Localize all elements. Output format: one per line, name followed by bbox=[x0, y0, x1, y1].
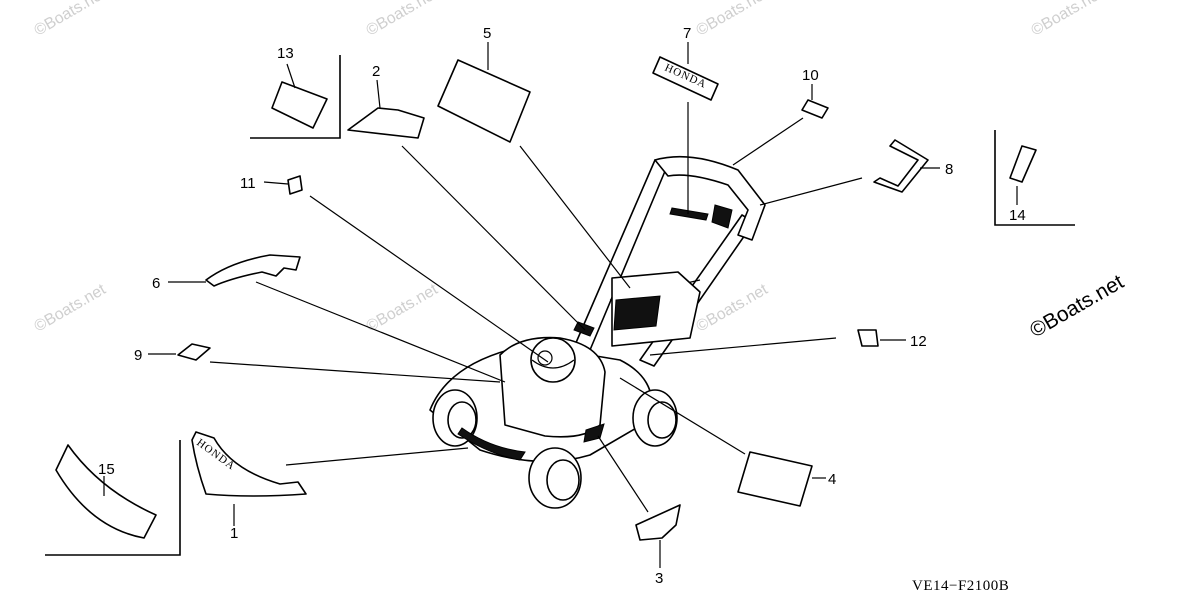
callout-15: 15 bbox=[98, 461, 115, 478]
watermark: ©Boats.net bbox=[1029, 0, 1107, 39]
callout-5: 5 bbox=[483, 25, 491, 42]
part-10-decal[interactable] bbox=[801, 99, 829, 119]
part-3-decal[interactable] bbox=[635, 504, 681, 541]
drawing-code: VE14−F2100B bbox=[912, 578, 1009, 594]
lawn-mower bbox=[429, 155, 766, 509]
part-4-decal[interactable] bbox=[737, 451, 813, 507]
watermark: ©Boats.net bbox=[364, 281, 442, 336]
callout-9: 9 bbox=[134, 347, 142, 364]
part-9-decal[interactable] bbox=[177, 343, 211, 361]
part-13-decal[interactable] bbox=[250, 55, 341, 139]
part-6-decal[interactable] bbox=[205, 254, 301, 287]
callout-7: 7 bbox=[683, 25, 691, 42]
part-1-decal[interactable]: HONDA bbox=[191, 431, 307, 497]
callout-11: 11 bbox=[240, 175, 256, 192]
leader-lines bbox=[103, 42, 1018, 568]
callout-labels: 1 2 3 4 5 6 7 8 9 10 11 12 13 14 15 bbox=[98, 25, 1026, 587]
callout-14: 14 bbox=[1009, 207, 1026, 224]
part-7-decal[interactable]: HONDA bbox=[652, 56, 719, 101]
part-14-decal[interactable] bbox=[994, 130, 1075, 226]
callout-2: 2 bbox=[372, 63, 380, 80]
callout-8: 8 bbox=[945, 161, 953, 178]
part-2-decal[interactable] bbox=[347, 107, 425, 139]
callout-1: 1 bbox=[230, 525, 238, 542]
part-8-decal[interactable] bbox=[873, 139, 929, 193]
part-5-decal[interactable] bbox=[437, 59, 531, 143]
watermark-large: ©Boats.net bbox=[1026, 270, 1128, 342]
callout-13: 13 bbox=[277, 45, 294, 62]
part-11-decal[interactable] bbox=[287, 175, 303, 195]
watermarks: ©Boats.net ©Boats.net ©Boats.net ©Boats.… bbox=[32, 0, 1128, 342]
part-15-decal[interactable] bbox=[45, 440, 181, 556]
watermark: ©Boats.net bbox=[32, 0, 110, 39]
watermark: ©Boats.net bbox=[364, 0, 442, 39]
callout-4: 4 bbox=[828, 471, 836, 488]
part-12-decal[interactable] bbox=[857, 329, 879, 347]
callout-10: 10 bbox=[802, 67, 819, 84]
watermark: ©Boats.net bbox=[32, 281, 110, 336]
callout-6: 6 bbox=[152, 275, 160, 292]
callout-12: 12 bbox=[910, 333, 927, 350]
watermark: ©Boats.net bbox=[694, 0, 772, 39]
callout-3: 3 bbox=[655, 570, 663, 587]
